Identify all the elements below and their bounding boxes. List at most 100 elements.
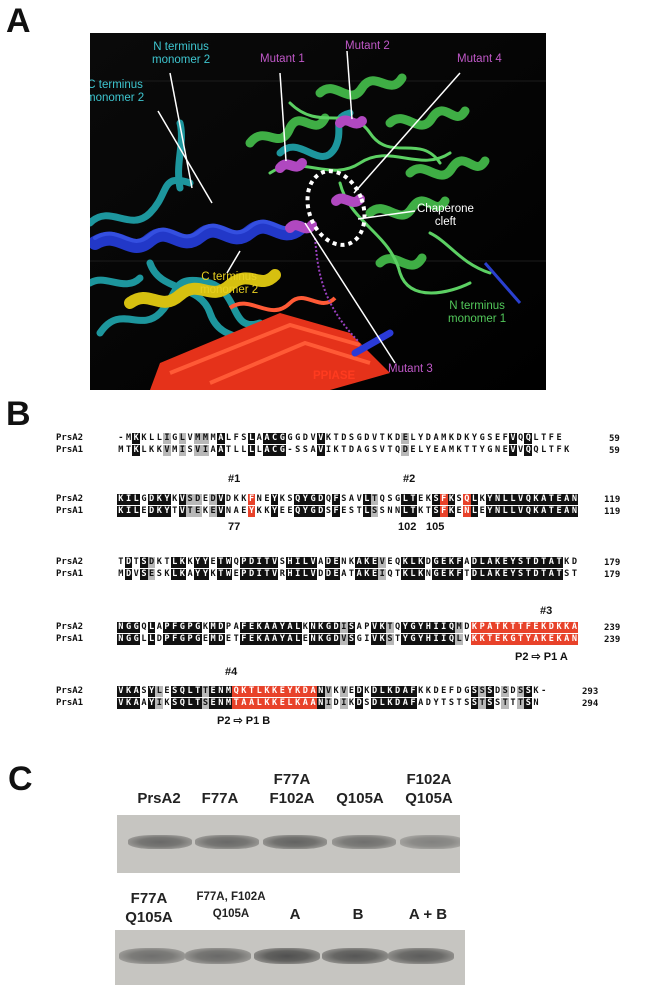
seq-name-prsa1: PrsA1 [56,506,84,516]
blot-band [128,835,192,849]
label-text: C terminus monomer 2 [200,271,259,296]
residue: T [125,445,132,455]
residue: G [487,445,493,455]
residue: A [256,433,262,443]
residue: D [324,557,333,568]
residue: S [494,698,501,708]
residue: L [170,569,179,580]
residue: Y [509,557,517,568]
residue: K [263,698,271,709]
residue: V [270,569,279,580]
residue: A [341,569,347,579]
seq-name-prsa2: PrsA2 [56,686,84,696]
residue: D [393,686,402,697]
residue: A [570,622,579,633]
residue: D [425,557,431,567]
residue: K [333,686,339,696]
residue: M [441,433,447,443]
residue: D [348,445,355,455]
residue: Y [425,445,431,455]
label-ppiase: PPIASE [313,370,356,382]
residue: M [118,569,124,579]
residue: K [387,433,393,443]
residue: E [225,634,232,644]
residue: K [386,686,394,697]
residue: D [301,686,310,697]
residue: E [439,569,448,580]
end-number-prsa2: 59 [609,434,620,444]
residue: D [316,494,325,505]
residue: L [286,698,294,709]
residue: A [486,569,494,580]
residue: A [355,569,363,580]
residue: L [301,569,310,580]
residue: K [493,569,502,580]
residue: T [395,634,401,644]
residue: T [201,686,210,697]
residue: L [401,494,410,505]
residue: N [309,634,317,645]
seq-name-prsa1: PrsA1 [56,634,84,644]
residue: G [295,433,301,443]
residue: K [470,634,479,645]
residue: A [132,686,141,697]
residue: Y [416,634,425,645]
residue: T [548,445,554,455]
residue: A [286,634,294,645]
residue: V [163,445,171,456]
residue: K [533,686,539,696]
residue: F [233,433,239,443]
label-text: Chaperone cleft [417,203,474,228]
residue: V [370,634,379,645]
residue: A [270,622,279,633]
residue: V [117,686,125,697]
residue: E [233,569,239,579]
residue: E [209,506,217,517]
residue: K [156,557,162,567]
residue: K [241,494,247,504]
residue: K [401,569,410,580]
residue: N [117,634,125,645]
residue: I [364,634,370,644]
residue: V [370,622,379,633]
residue: Y [286,686,294,697]
residue: K [501,634,510,645]
residue: K [316,622,325,633]
residue: Q [178,698,187,709]
residue: I [255,569,264,580]
residue: H [424,622,433,633]
end-number-prsa1: 179 [604,570,621,580]
residue: K [117,506,125,517]
residue: N [117,622,125,633]
residue: S [456,494,462,504]
residue: S [432,494,440,505]
residue: E [147,569,156,580]
residue: L [478,557,486,568]
residue: L [418,445,424,455]
residue: K [164,569,170,579]
residue: A [263,634,271,645]
residue: S [170,686,179,697]
residue: S [470,686,479,697]
residue: E [278,686,287,697]
residue: Q [524,494,533,505]
residue: D [355,686,363,697]
residue: A [216,445,225,456]
residue: Q [379,494,385,504]
residue: V [509,445,517,456]
residue: E [401,433,410,444]
residue: D [547,622,556,633]
lane-label: PrsA2 [137,790,181,807]
residue: A [356,445,362,455]
residue: G [464,686,470,696]
residue: E [279,506,285,516]
residue: K [302,622,308,632]
residue: A [433,433,439,443]
residue: K [378,634,387,645]
residue: K [155,506,164,517]
residue: Q [232,686,240,697]
residue: E [209,686,217,697]
residue: F [448,686,454,696]
residue: E [210,557,216,567]
residue: V [518,445,524,455]
